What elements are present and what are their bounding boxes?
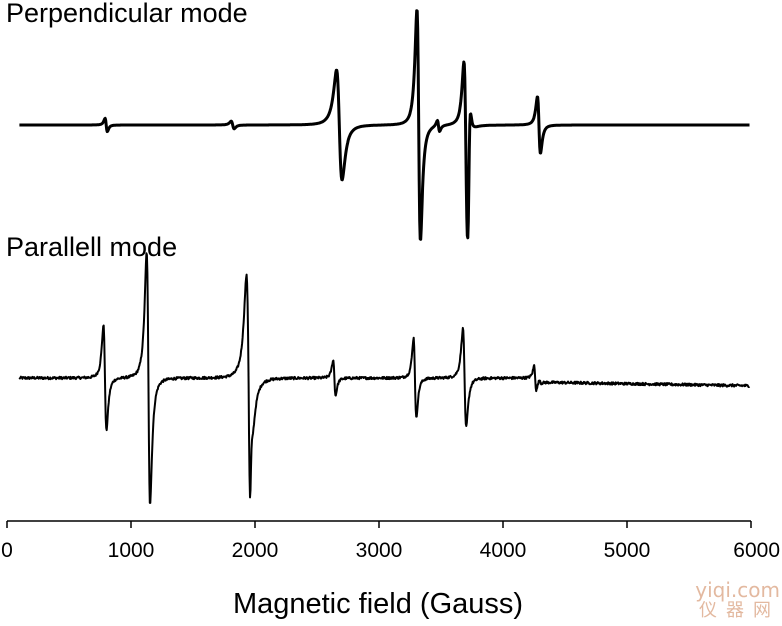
x-tick-label: 3000 [356,539,403,562]
x-tick-label: 5000 [604,539,651,562]
x-axis-ticks: 0 1000 2000 3000 4000 5000 6000 [1,521,780,562]
perpendicular-mode-trace [18,9,751,241]
x-tick-label: 2000 [232,539,279,562]
x-tick-label: 6000 [733,539,780,562]
x-axis-title: Magnetic field (Gauss) [0,588,782,621]
x-tick-label: 4000 [480,539,527,562]
x-tick-label: 1000 [108,539,155,562]
parallell-mode-trace [18,252,751,504]
watermark-chinese: 仪器网 [699,600,780,621]
yiqi-watermark: yiqi.com 仪器网 [695,580,780,620]
parallell-mode-label: Parallell mode [6,232,178,262]
watermark-domain: yiqi.com [695,578,780,602]
perpendicular-mode-label: Perpendicular mode [6,0,248,28]
x-tick-label: 0 [1,539,13,562]
x-axis-title-text: Magnetic field (Gauss) [232,588,524,620]
